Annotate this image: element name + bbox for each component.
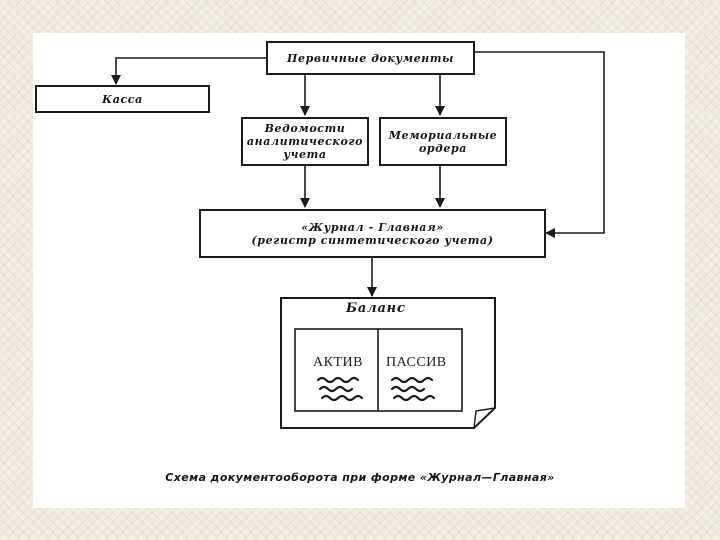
node-primary-documents: Первичные документы	[266, 41, 475, 75]
balance-passive-label: ПАССИВ	[386, 355, 447, 370]
node-memorial-line-2: ордера	[418, 141, 468, 155]
balance-sheet	[280, 297, 496, 429]
node-analytic-line-2: аналитического	[246, 135, 364, 148]
balance-active-label: АКТИВ	[313, 355, 363, 370]
node-primary-documents-label: Первичные документы	[287, 51, 454, 65]
edge-primary-to-cash	[111, 57, 266, 85]
node-cash: Касса	[35, 85, 210, 113]
edge-primary-to-journal	[475, 51, 605, 238]
diagram-caption: Схема документооборота при форме «Журнал…	[165, 471, 555, 484]
node-cash-label: Касса	[102, 92, 143, 106]
node-analytic-sheets: Ведомости аналитического учета	[241, 117, 369, 166]
node-journal-main: «Журнал - Главная» (регистр синтетическо…	[199, 209, 546, 258]
node-journal-line-2: (регистр синтетического учета)	[251, 233, 494, 247]
node-journal-line-1: «Журнал - Главная»	[301, 220, 444, 234]
passive-scribbles	[390, 376, 436, 402]
node-memorial-line-1: Мемориальные	[388, 128, 498, 142]
balance-title: Баланс	[346, 301, 406, 316]
active-scribbles	[316, 376, 364, 402]
node-analytic-line-3: учета	[283, 148, 327, 161]
node-memorial-orders: Мемориальные ордера	[379, 117, 507, 166]
node-analytic-line-1: Ведомости	[264, 122, 346, 135]
